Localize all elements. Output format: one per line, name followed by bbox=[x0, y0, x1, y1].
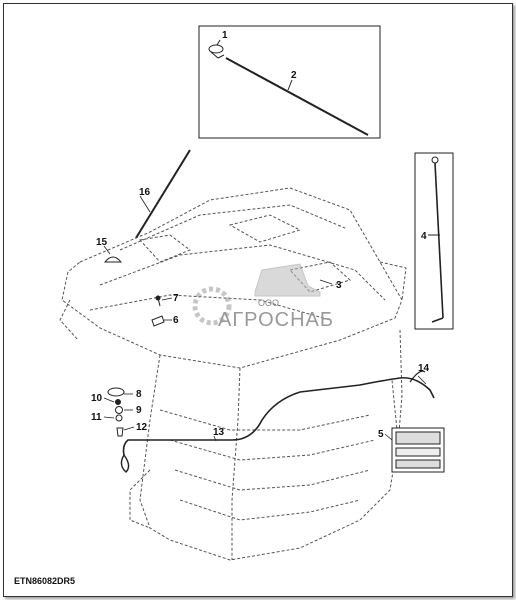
callout-7: 7 bbox=[173, 293, 179, 304]
diagram-code: ETN86082DR5 bbox=[14, 576, 76, 586]
callout-11: 11 bbox=[91, 412, 102, 423]
callout-16: 16 bbox=[139, 187, 151, 198]
detail-box-rod bbox=[414, 152, 454, 330]
callout-1: 1 bbox=[222, 30, 228, 41]
cable-harness-13 bbox=[122, 376, 435, 456]
detail-box-antenna bbox=[198, 25, 381, 139]
hardware-stack bbox=[107, 387, 125, 437]
antenna-mast-part bbox=[225, 57, 369, 136]
callout-13: 13 bbox=[213, 427, 225, 438]
callout-4: 4 bbox=[421, 231, 427, 242]
callout-3: 3 bbox=[336, 280, 342, 291]
callout-9: 9 bbox=[136, 405, 142, 416]
antenna-rod-16 bbox=[135, 149, 191, 239]
cab-roof bbox=[59, 187, 407, 369]
callout-15: 15 bbox=[96, 237, 108, 248]
watermark-name: АГРОСНАБ bbox=[218, 309, 334, 331]
antenna-base-part bbox=[208, 44, 225, 59]
callout-6: 6 bbox=[173, 315, 179, 326]
roof-hardware bbox=[103, 256, 165, 327]
callout-12: 12 bbox=[136, 422, 148, 433]
callout-2: 2 bbox=[291, 70, 297, 81]
callout-10: 10 bbox=[91, 393, 103, 404]
rod-part bbox=[431, 156, 444, 323]
watermark-prefix: ООО bbox=[258, 298, 279, 308]
control-module-5 bbox=[391, 427, 445, 473]
diagram-frame bbox=[3, 3, 513, 597]
cab-body bbox=[129, 329, 403, 561]
callout-14: 14 bbox=[418, 363, 430, 374]
callout-5: 5 bbox=[378, 429, 384, 440]
watermark-logo bbox=[192, 263, 321, 326]
callout-8: 8 bbox=[136, 389, 142, 400]
